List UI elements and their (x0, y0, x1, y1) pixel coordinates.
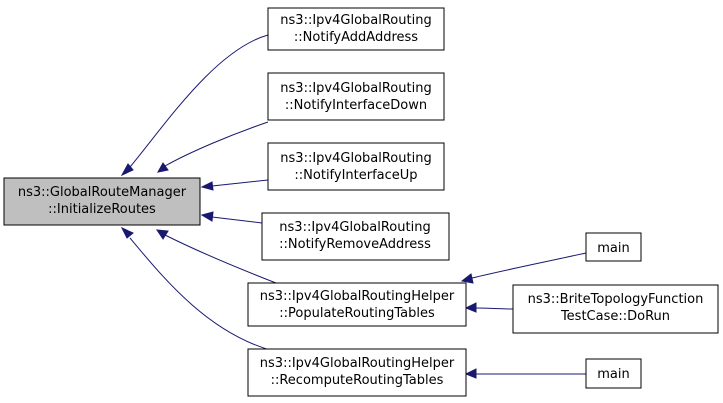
node-brite-do-run[interactable]: ns3::BriteTopologyFunction TestCase::DoR… (512, 284, 719, 334)
node-recompute-routing-tables-line-2: ::RecomputeRoutingTables (271, 373, 444, 388)
node-root-box (3, 177, 201, 226)
edge-recompute-routing-tables-arrow (120, 226, 134, 239)
node-populate-routing-tables[interactable]: ns3::Ipv4GlobalRoutingHelper ::PopulateR… (247, 282, 467, 327)
edge-notify-interface-down-arrow (157, 162, 169, 173)
node-main-2[interactable]: main (585, 358, 642, 389)
node-notify-add-address[interactable]: ns3::Ipv4GlobalRouting ::NotifyAddAddres… (267, 7, 445, 51)
node-populate-routing-tables-line-2: ::PopulateRoutingTables (279, 306, 435, 321)
node-notify-interface-up[interactable]: ns3::Ipv4GlobalRouting ::NotifyInterface… (267, 142, 445, 191)
node-notify-interface-down-line-2: ::NotifyInterfaceDown (285, 98, 427, 113)
node-notify-remove-address[interactable]: ns3::Ipv4GlobalRouting ::NotifyRemoveAdd… (261, 212, 450, 261)
edge-notify-interface-up-to-root (211, 179, 269, 187)
node-notify-interface-up-line-1: ns3::Ipv4GlobalRouting (280, 151, 431, 166)
edge-notify-interface-down-to-root (164, 121, 269, 167)
edge-populate-routing-tables-arrow (156, 229, 169, 240)
node-root-line-1: ns3::GlobalRouteManager (18, 185, 187, 200)
node-root[interactable]: ns3::GlobalRouteManager ::InitializeRout… (3, 177, 201, 226)
edge-brite-do-run-arrow (464, 302, 477, 313)
node-notify-interface-up-box (267, 142, 445, 191)
node-brite-do-run-line-1: ns3::BriteTopologyFunction (528, 292, 704, 307)
edge-main2-arrow (464, 368, 477, 379)
node-main-1-line-1: main (597, 241, 629, 256)
node-recompute-routing-tables-line-1: ns3::Ipv4GlobalRoutingHelper (260, 356, 455, 371)
node-notify-add-address-line-1: ns3::Ipv4GlobalRouting (280, 13, 431, 28)
edges (120, 34, 587, 379)
edge-notify-remove-address-arrow (200, 211, 214, 222)
edge-recompute-routing-tables-to-root (129, 237, 278, 353)
node-notify-interface-down-box (267, 72, 445, 121)
node-brite-do-run-box (512, 284, 719, 334)
node-main-1-box (585, 232, 642, 262)
edge-main1-arrow (460, 273, 474, 284)
edge-notify-remove-address-to-root (211, 216, 263, 224)
node-notify-interface-down-line-1: ns3::Ipv4GlobalRouting (280, 81, 431, 96)
edge-populate-routing-tables-to-root (164, 234, 277, 284)
node-notify-interface-up-line-2: ::NotifyInterfaceUp (294, 168, 417, 183)
node-brite-do-run-line-2: TestCase::DoRun (560, 309, 670, 324)
node-main-2-box (585, 358, 642, 389)
node-main-1[interactable]: main (585, 232, 642, 262)
node-notify-remove-address-box (261, 212, 450, 261)
node-recompute-routing-tables-box (247, 348, 467, 397)
node-notify-remove-address-line-2: ::NotifyRemoveAddress (279, 237, 431, 252)
node-populate-routing-tables-line-1: ns3::Ipv4GlobalRoutingHelper (260, 289, 455, 304)
edge-notify-add-address-to-root (129, 34, 269, 168)
node-notify-interface-down[interactable]: ns3::Ipv4GlobalRouting ::NotifyInterface… (267, 72, 445, 121)
edge-main1-to-populate-routing-tables (471, 252, 587, 279)
edge-brite-do-run-to-populate-routing-tables (475, 307, 514, 310)
node-root-line-2: ::InitializeRoutes (48, 202, 156, 217)
node-notify-add-address-box (267, 7, 445, 51)
node-populate-routing-tables-box (247, 282, 467, 327)
node-notify-add-address-line-2: ::NotifyAddAddress (294, 30, 418, 45)
edge-notify-add-address-arrow (120, 163, 134, 177)
node-recompute-routing-tables[interactable]: ns3::Ipv4GlobalRoutingHelper ::Recompute… (247, 348, 467, 397)
edge-notify-interface-up-arrow (200, 181, 214, 191)
node-main-2-line-1: main (597, 367, 629, 382)
node-notify-remove-address-line-1: ns3::Ipv4GlobalRouting (279, 220, 430, 235)
